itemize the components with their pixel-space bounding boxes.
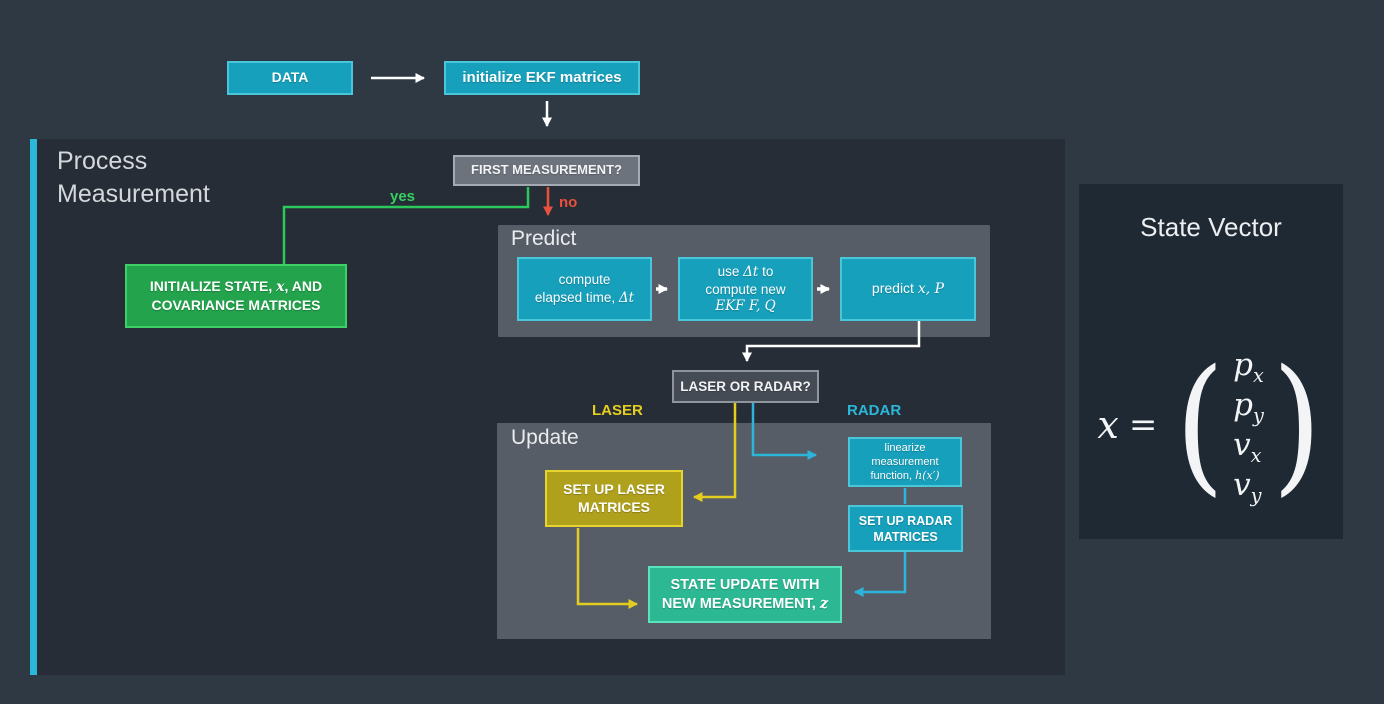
initialize-ekf-label: initialize EKF matrices bbox=[462, 69, 622, 87]
initialize-state-text-1: INITIALIZE STATE, bbox=[149, 277, 277, 294]
connector-radar-path bbox=[751, 403, 817, 460]
open-paren: ( bbox=[1175, 337, 1225, 510]
vector-component-px: px bbox=[1233, 346, 1264, 387]
initialize-ekf-box: initialize EKF matrices bbox=[444, 61, 640, 95]
use-dt-text-2: to bbox=[758, 263, 774, 279]
update-title: Update bbox=[511, 426, 579, 449]
compute-elapsed-math-dt: Δt bbox=[618, 289, 635, 306]
setup-radar-line2: MATRICES bbox=[873, 529, 938, 544]
state-update-line1: STATE UPDATE WITH bbox=[670, 576, 820, 593]
initialize-state-math-x: x bbox=[276, 278, 285, 295]
data-box: DATA bbox=[227, 61, 353, 95]
vector-component-vy: vy bbox=[1233, 466, 1262, 507]
linearize-line2: measurement bbox=[871, 455, 939, 468]
predict-x-p-text: predict bbox=[871, 279, 918, 296]
setup-laser-matrices-box: SET UP LASER MATRICES bbox=[545, 470, 683, 527]
first-measurement-box: FIRST MEASUREMENT? bbox=[453, 155, 640, 186]
use-dt-text-1: use bbox=[717, 263, 744, 279]
state-vector-column: px py vx vy bbox=[1233, 345, 1264, 505]
initialize-state-box: INITIALIZE STATE, x, AND COVARIANCE MATR… bbox=[125, 264, 347, 328]
setup-radar-matrices-box: SET UP RADAR MATRICES bbox=[848, 505, 963, 552]
first-measurement-label: FIRST MEASUREMENT? bbox=[471, 162, 622, 178]
linearize-line3: function, bbox=[870, 470, 916, 483]
compute-new-text: compute new bbox=[705, 281, 786, 297]
initialize-state-text-3: COVARIANCE MATRICES bbox=[151, 296, 321, 313]
process-measurement-title: Process Measurement bbox=[57, 147, 210, 208]
use-dt-math: Δt bbox=[743, 263, 759, 280]
vector-component-vx: vx bbox=[1233, 426, 1262, 467]
state-vector-title: State Vector bbox=[1140, 212, 1282, 242]
radar-branch-label: RADAR bbox=[847, 402, 902, 419]
close-paren: ) bbox=[1272, 337, 1322, 510]
setup-radar-line1: SET UP RADAR bbox=[858, 513, 953, 528]
laser-or-radar-label: LASER OR RADAR? bbox=[680, 378, 811, 394]
predict-x-p-math: x, P bbox=[917, 280, 945, 297]
state-update-math-z: z bbox=[819, 594, 829, 612]
state-update-line2: NEW MEASUREMENT, bbox=[661, 595, 820, 612]
linearize-math-hx: h(x′) bbox=[915, 469, 940, 483]
laser-branch-label: LASER bbox=[592, 402, 643, 419]
linearize-line1: linearize bbox=[884, 441, 926, 454]
yes-label: yes bbox=[390, 188, 416, 205]
state-vector-panel bbox=[1079, 184, 1343, 539]
setup-laser-line1: SET UP LASER bbox=[563, 480, 665, 497]
data-box-label: DATA bbox=[271, 69, 309, 86]
vector-component-py: py bbox=[1233, 386, 1264, 427]
connector-laser-path bbox=[693, 403, 737, 502]
connector-laser-to-update bbox=[576, 528, 638, 609]
connector-yes-path bbox=[282, 187, 530, 264]
compute-elapsed-line2: elapsed time, bbox=[534, 289, 619, 305]
laser-or-radar-box: LASER OR RADAR? bbox=[672, 370, 819, 403]
linearize-measurement-box: linearize measurement function, h(x′) bbox=[848, 437, 962, 487]
equals-sign: = bbox=[1128, 404, 1158, 445]
no-label: no bbox=[559, 194, 578, 211]
compute-elapsed-time-box: compute elapsed time, Δt bbox=[517, 257, 652, 321]
setup-laser-line2: MATRICES bbox=[577, 498, 651, 515]
connector-radar-to-update bbox=[854, 552, 907, 597]
state-vector-lhs: x bbox=[1097, 402, 1119, 447]
initialize-state-text-2: , AND bbox=[284, 277, 323, 294]
state-update-box: STATE UPDATE WITH NEW MEASUREMENT, z bbox=[648, 566, 842, 623]
compute-new-ekf-box: use Δt to compute new EKF F, Q bbox=[678, 257, 813, 321]
predict-x-p-box: predict x, P bbox=[840, 257, 976, 321]
state-vector-equation: x = ( px py vx vy ) bbox=[1094, 332, 1329, 517]
connector-predict-to-router bbox=[742, 321, 921, 362]
predict-title: Predict bbox=[511, 227, 577, 250]
compute-elapsed-line1: compute bbox=[558, 272, 611, 288]
ekf-f-q-math: EKF F, Q bbox=[715, 298, 776, 315]
